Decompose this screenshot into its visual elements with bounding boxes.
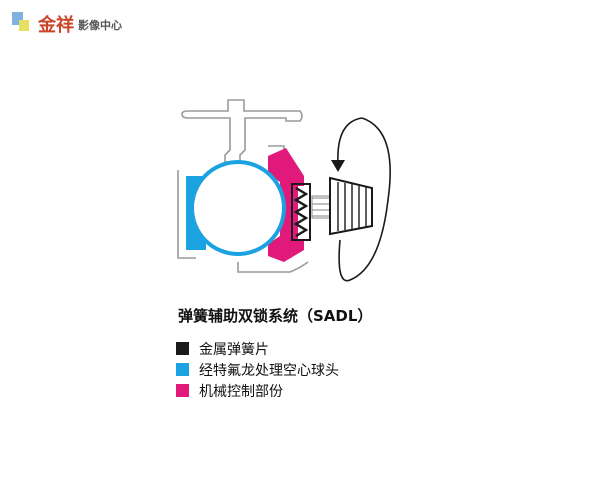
diagram-title: 弹簧辅助双锁系统（SADL） [178,307,373,325]
legend-swatch-metal-spring [176,342,189,355]
control-part-bracket [268,148,304,262]
legend-swatch-control-part [176,384,189,397]
valve-stem-outline [181,99,303,163]
rotation-arrow-head [331,160,345,172]
legend-label-ptfe-ball: 经特氟龙处理空心球头 [199,362,339,379]
legend-item-metal-spring: 金属弹簧片 [176,338,339,359]
metal-spring [293,186,309,238]
rotation-arrow [338,117,391,282]
legend-swatch-ptfe-ball [176,363,189,376]
valve-body-outline-bottom [237,261,309,273]
control-knob [329,176,373,236]
connector-outline [311,195,331,219]
valve-body-outline-left [177,170,196,259]
rotation-arrow-back [337,117,363,165]
ptfe-hollow-ball [190,160,286,256]
spring-housing [291,183,311,241]
legend: 金属弹簧片 经特氟龙处理空心球头 机械控制部份 [176,338,339,401]
logo-text-sub: 影像中心 [78,19,122,32]
legend-label-metal-spring: 金属弹簧片 [199,341,269,358]
logo-text-main: 金祥 [38,15,74,36]
logo-mark-icon [10,10,36,36]
legend-label-control-part: 机械控制部份 [199,383,283,400]
knob-grip-lines [337,182,367,231]
legend-item-control-part: 机械控制部份 [176,380,339,401]
threaded-connector [312,197,330,217]
legend-item-ptfe-ball: 经特氟龙处理空心球头 [176,359,339,380]
